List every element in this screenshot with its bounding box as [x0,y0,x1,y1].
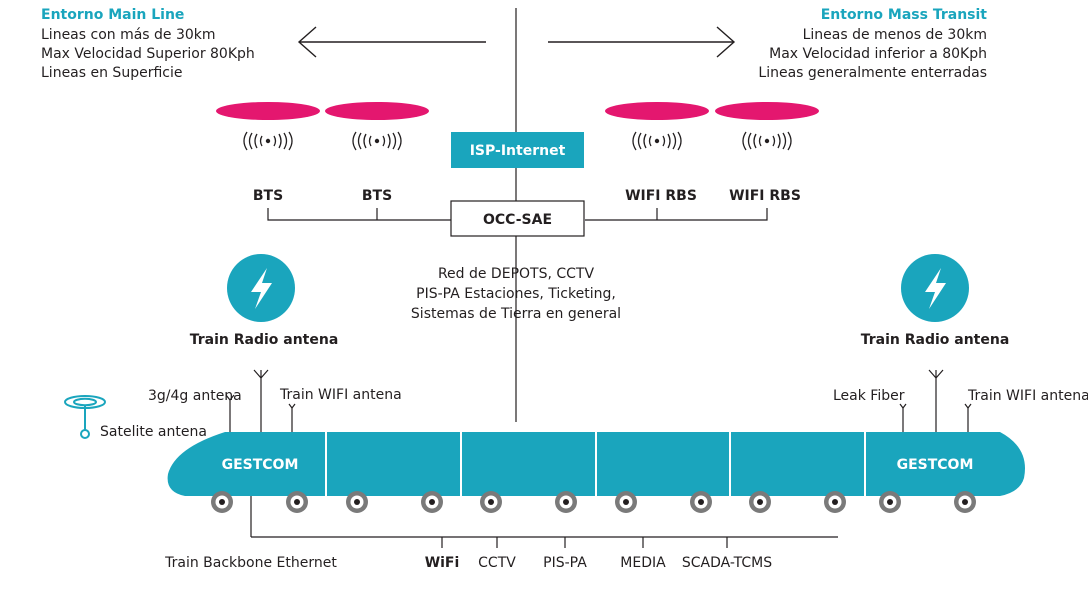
wheel [879,491,901,513]
left-environment-block: Entorno Main Line Lineas con más de 30km… [41,7,255,81]
gestcom-left-label: GESTCOM [222,457,299,473]
right-env-line-2: Max Velocidad inferior a 80Kph [769,46,987,62]
wheel [690,491,712,513]
bts-coverage-2 [325,102,429,120]
left-arrow-icon [297,26,486,58]
backbone-lines [250,496,838,548]
bts-label-1: BTS [253,188,283,204]
train-wifi-label-left: Train WIFI antena [279,387,402,403]
right-env-line-3: Lineas generalmente enterradas [758,65,987,81]
left-env-line-3: Lineas en Superficie [41,65,182,81]
isp-internet-label: ISP-Internet [470,143,566,159]
wheel [480,491,502,513]
right-env-title: Entorno Mass Transit [821,7,988,23]
right-arrow-icon [548,26,736,58]
train: GESTCOM GESTCOM [167,432,1025,496]
gestcom-right-label: GESTCOM [897,457,974,473]
left-env-line-1: Lineas con más de 30km [41,27,216,43]
train-wheels [211,491,976,513]
wheel [555,491,577,513]
antenna-3g4g-label: 3g/4g antena [148,388,242,404]
wifi-coverage-2 [715,102,819,120]
wheel [749,491,771,513]
media-label: MEDIA [620,555,666,571]
bts-label-2: BTS [362,188,392,204]
broadcast-icon [742,131,792,151]
train-radio-label-right: Train Radio antena [861,332,1010,348]
car-separators [325,432,866,496]
lightning-icon [227,254,295,322]
leak-fiber-label: Leak Fiber [833,388,905,404]
satellite-antenna-icon [64,395,106,439]
wheel [954,491,976,513]
scada-label: SCADA-TCMS [682,555,772,571]
left-env-line-2: Max Velocidad Superior 80Kph [41,46,255,62]
right-env-line-1: Lineas de menos de 30km [803,27,987,43]
isp-internet-box [451,132,584,168]
wifi-rbs-label-2: WIFI RBS [729,188,801,204]
train-antennas [225,369,972,432]
occ-sae-box [450,200,585,237]
center-text-line-2: PIS-PA Estaciones, Ticketing, [416,286,616,302]
right-environment-block: Entorno Mass Transit Lineas de menos de … [758,7,987,81]
bts-coverage-1 [216,102,320,120]
wifi-coverage-1 [605,102,709,120]
backbone-label: Train Backbone Ethernet [164,555,337,571]
wheel [346,491,368,513]
wheel [615,491,637,513]
cctv-label: CCTV [478,555,516,571]
wifi-rbs-label-1: WIFI RBS [625,188,697,204]
train-radio-label-left: Train Radio antena [190,332,339,348]
satellite-antenna-label: Satelite antena [100,424,207,440]
pispa-label: PIS-PA [543,555,587,571]
center-text-line-3: Sistemas de Tierra en general [411,306,621,322]
broadcast-icon [352,131,402,151]
left-env-title: Entorno Main Line [41,7,184,23]
wheel [286,491,308,513]
center-text-line-1: Red de DEPOTS, CCTV [438,266,595,282]
lightning-icon [901,254,969,322]
train-wifi-label-right: Train WIFI antena [967,388,1088,404]
wheel [824,491,846,513]
broadcast-icon [632,131,682,151]
occ-connection-lines [267,208,768,221]
wheel [421,491,443,513]
wheel [211,491,233,513]
wifi-label: WiFi [425,555,460,571]
occ-sae-label: OCC-SAE [483,212,552,228]
broadcast-icon [243,131,293,151]
